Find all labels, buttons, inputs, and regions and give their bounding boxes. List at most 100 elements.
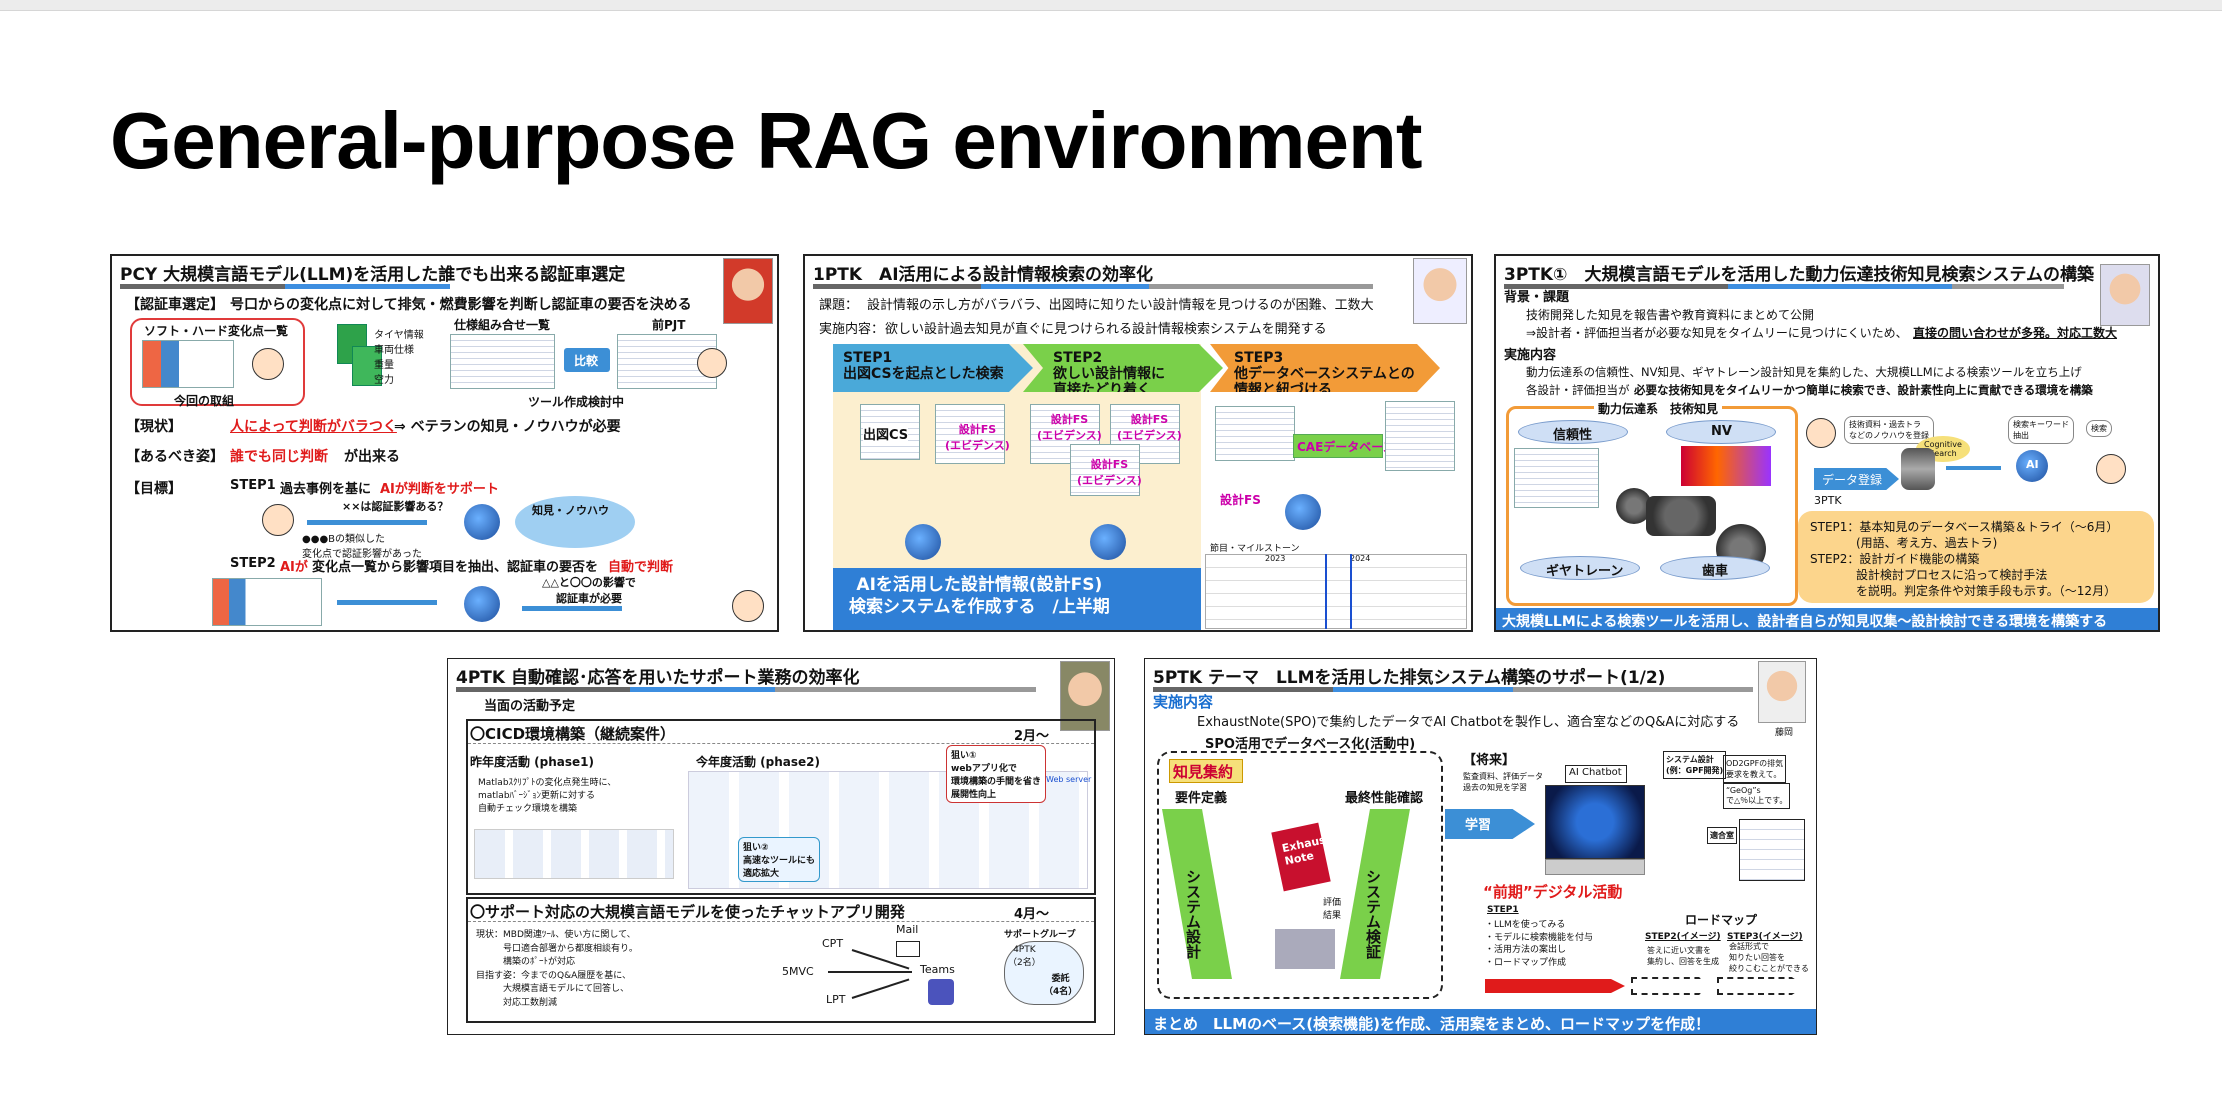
change-table-image (212, 578, 322, 626)
arrow-line (337, 600, 437, 605)
lpt-label: LPT (826, 993, 846, 1006)
device-image (1275, 929, 1335, 969)
person-icon (262, 504, 294, 536)
eval-label: 評価 結果 (1323, 898, 1342, 921)
cae-label: CAEデータベース (1297, 440, 1395, 454)
panel-title: 4PTK 自動確認･応答を用いたサポート業務の効率化 (456, 668, 860, 688)
spec-combo-label: 仕様組み合せ一覧 (454, 318, 551, 332)
ai-icon (2016, 450, 2048, 482)
fs-label-3: 設計FS (エビデンス) (1117, 413, 1182, 442)
panel-title: PCY 大規模言語モデル(LLM)を活用した誰でも出来る認証車選定 (120, 265, 626, 285)
fs-label-5: 設計FS (1220, 491, 1261, 508)
change-list-box (130, 318, 305, 406)
panel-4ptk: 4PTK 自動確認･応答を用いたサポート業務の効率化 当面の活動予定 〇CICD… (447, 658, 1115, 1035)
impl-label: 実施内容 (1504, 348, 1557, 363)
aim1-bubble: 狙い① webアプリ化で 環境構築の手間を省き 展開性向上 (946, 745, 1047, 803)
change-list-caption: 今回の取組 (174, 394, 235, 408)
roadmap-arrow-2 (1631, 977, 1711, 995)
chat-desc: 現状：MBD関連ﾂｰﾙ、使い方に関して、 号口適合部署から都度相談有り。 構築の… (476, 930, 638, 1008)
spo-label: SPO活用でデータベース化(活動中) (1205, 737, 1416, 752)
gantt-chart (1205, 554, 1467, 629)
committee-label: 委託 （4名） (1044, 974, 1078, 997)
ideal-rest: が出来る (344, 449, 400, 465)
step2-sub: 設計検討プロセスに沿って検討手法 (1856, 568, 2048, 582)
title-underline (1504, 284, 2064, 289)
register-label: データ登録 (1822, 473, 1883, 487)
document-image (1215, 406, 1295, 461)
cpt-label: CPT (822, 937, 844, 950)
step2-label: STEP2(イメージ) (1645, 932, 1721, 942)
future-label: 【将来】 (1463, 753, 1516, 768)
title-underline (456, 687, 1036, 692)
chatbot-label: AI Chatbot (1569, 767, 1622, 778)
document-image (1070, 444, 1140, 496)
teams-label: Teams (920, 963, 955, 976)
final-label: 最終性能確認 (1345, 791, 1424, 806)
req-label: 要件定義 (1175, 791, 1228, 806)
spo-box (1157, 751, 1443, 999)
ptk4-label: 4PTK （2名） (1008, 945, 1041, 968)
ideal-label: 【あるべき姿】 (126, 449, 224, 465)
user-icon (2096, 454, 2126, 484)
goal-label: 【目標】 (126, 481, 182, 497)
chatbot-box (1565, 765, 1627, 783)
step3-chevron: STEP3 他データベースシステムとの 情報と紐づける (1210, 344, 1440, 392)
text-selection: 号口からの変化点に対して排気・燃費影響を判断し認証車の要否を決める (230, 297, 692, 313)
teams-icon (928, 979, 954, 1005)
panel-title: 3PTK① 大規模言語モデルを活用した動力伝達技術知見検索システムの構築 (1504, 265, 2094, 285)
step1-label: STEP1 (230, 478, 276, 493)
step3-label: STEP3(イメージ) (1727, 932, 1803, 942)
fs-label-2: 設計FS (エビデンス) (1037, 413, 1102, 442)
step1-items: ・LLMを使ってみる ・モデルに検索機能を付与 ・活用方法の案出し ・ロードマッ… (1485, 920, 1594, 968)
document-image (1514, 448, 1599, 508)
geartrain-label: ギヤトレーン (1546, 564, 1624, 579)
laptop-keyboard (1545, 859, 1645, 875)
step2-sub2: を説明。判定条件や対策手段も示す。（～12月） (1856, 584, 2117, 598)
spec-combo-table (450, 334, 555, 389)
ai-brain-icon (464, 586, 500, 622)
summary-banner (833, 568, 1201, 630)
person-icon (697, 348, 727, 378)
milestone-label: 節目・マイルストーン (1210, 544, 1300, 554)
cicd-title: 〇CICD環境構築（継続案件） (470, 725, 676, 743)
digital-label: “前期”デジタル活動 (1483, 883, 1623, 901)
learn-arrow (1445, 809, 1535, 839)
knowhow-cloud (515, 496, 635, 548)
support-group (1004, 941, 1084, 1005)
sysdesign-example: システム設計 (例：GPF開発) (1663, 751, 1727, 779)
learn-label: 学習 (1465, 818, 1492, 833)
change-list-label: ソフト・ハード変化点一覧 (144, 324, 289, 338)
mail-label: Mail (896, 923, 919, 936)
engineer-icon (1806, 418, 1836, 448)
gantt-marker (1350, 554, 1352, 629)
summary-text: 大規模LLMによる検索ツールを活用し、設計者自らが知見収集～設計検討できる環境を… (1502, 614, 2108, 630)
ideal-red: 誰でも同じ判断 (230, 449, 328, 465)
support-label: サポートグループ (1004, 930, 1076, 940)
panel-3ptk: 3PTK① 大規模言語モデルを活用した動力伝達技術知見検索システムの構築 背景・… (1494, 254, 2160, 632)
year-2: 2024 (1350, 554, 1371, 563)
summary-banner (1145, 1009, 1816, 1034)
step1-chevron: STEP1 出図CSを起点とした検索 (833, 344, 1033, 392)
subtitle: 当面の活動予定 (484, 699, 576, 714)
status-red: 人によって判断がバラつく (230, 419, 397, 435)
compare-arrow (564, 348, 610, 372)
impl-1: 動力伝達系の信頼性、NV知見、ギヤトレーン設計知見を集約した、大規模LLMによる… (1526, 365, 2082, 379)
divider (468, 921, 1094, 922)
compare-label: 比較 (574, 354, 599, 368)
label-selection: 【認証車選定】 (126, 297, 224, 313)
step2-red2: 自動で判断 (608, 560, 674, 575)
window-top-bar (0, 0, 2222, 11)
person-photo (2100, 264, 2150, 326)
thinking-person-icon (252, 348, 284, 380)
ai-brain-icon (464, 504, 500, 540)
background-2-bold: 直接の問い合わせが多発。対応工数大 (1913, 326, 2118, 340)
phase1-diagram (474, 829, 674, 879)
prev-pj-label: 前PJT (652, 318, 686, 332)
divider (468, 743, 1094, 744)
ai-brain-icon (1285, 494, 1321, 530)
sysdesign-label: システム設計 (1184, 869, 1202, 959)
question-1: ××は認証影響ある？ (342, 500, 449, 513)
answer-1: ●●●Bの類似した 変化点で認証影響があった (302, 534, 422, 560)
cloud-label: 知見・ノウハウ (532, 504, 609, 517)
result-table (1739, 819, 1805, 881)
